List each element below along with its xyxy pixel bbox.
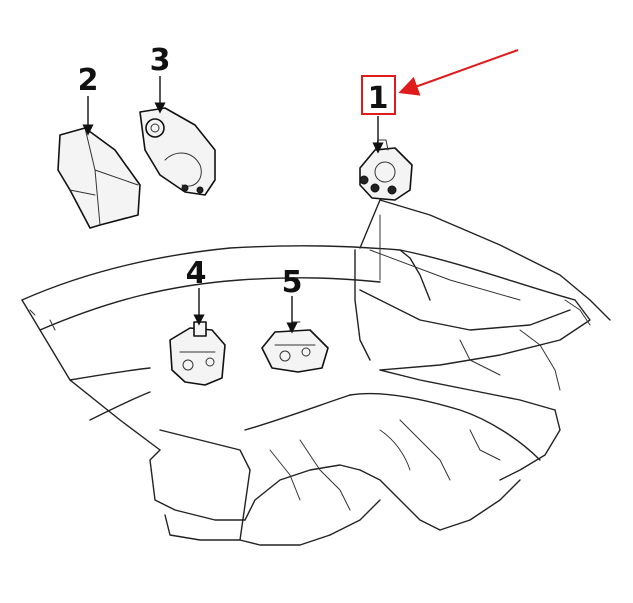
part-3-cover[interactable] [139,107,216,196]
vehicle-frame-sketch [21,199,611,546]
part-1-mount[interactable] [359,139,413,201]
highlight-annotation [361,49,519,115]
callout-4: 4 [186,256,207,291]
leader-lines [82,76,384,334]
part-5-bracket[interactable] [261,321,329,373]
part-4-mount[interactable] [169,321,226,386]
part-2-insulator[interactable] [57,127,141,229]
highlight-box [361,75,396,115]
highlight-arrow [398,49,519,96]
callout-labels: 1 2 3 4 5 [78,43,389,300]
callout-2: 2 [78,63,99,98]
callout-3: 3 [150,43,171,78]
callout-5: 5 [282,265,303,300]
callout-1: 1 [368,81,389,116]
